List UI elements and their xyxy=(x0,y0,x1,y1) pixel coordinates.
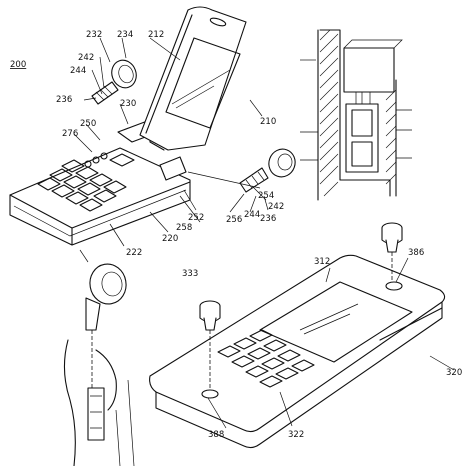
bar-phone-display xyxy=(259,281,413,363)
bar-phone-body xyxy=(149,254,446,433)
plug-333 xyxy=(199,300,221,390)
lid-display xyxy=(165,37,241,129)
ref-label-320: 320 xyxy=(446,368,462,378)
ref-label-242b: 242 xyxy=(268,202,284,212)
nav-pad xyxy=(109,153,135,167)
ref-label-200: 200 xyxy=(10,60,26,70)
leader-lines xyxy=(73,37,269,247)
ref-label-244b: 244 xyxy=(244,210,260,220)
ref-label-386: 386 xyxy=(408,248,424,258)
ref-label-242: 242 xyxy=(78,53,94,63)
ref-label-236: 236 xyxy=(56,95,72,105)
ref-label-212: 212 xyxy=(148,30,164,40)
keypad xyxy=(37,159,127,212)
ref-label-333: 333 xyxy=(182,269,198,279)
ref-label-256: 256 xyxy=(226,215,242,225)
ref-label-252: 252 xyxy=(188,213,204,223)
ear-detail xyxy=(63,249,135,466)
earphone-top xyxy=(91,59,137,105)
ref-label-210: 210 xyxy=(260,117,276,127)
plug-386 xyxy=(381,222,403,282)
phone-body-outline xyxy=(9,147,191,246)
earphone-right xyxy=(239,148,296,193)
phone-lid xyxy=(139,6,247,151)
ref-label-250: 250 xyxy=(80,119,96,129)
ref-label-236b: 236 xyxy=(260,214,276,224)
bar-keypad xyxy=(217,329,315,388)
bar-phone xyxy=(149,222,455,449)
ref-label-322: 322 xyxy=(288,430,304,440)
ref-label-258: 258 xyxy=(176,223,192,233)
ref-label-388: 388 xyxy=(208,430,224,440)
reference-labels: 200 232 234 212 242 244 236 230 250 276 … xyxy=(10,30,462,440)
ref-label-244: 244 xyxy=(70,66,86,76)
ref-label-234: 234 xyxy=(117,30,133,40)
ref-label-222: 222 xyxy=(126,248,142,258)
ref-label-254: 254 xyxy=(258,191,274,201)
ref-label-232: 232 xyxy=(86,30,102,40)
ref-label-220: 220 xyxy=(162,234,178,244)
ref-label-312: 312 xyxy=(314,257,330,267)
ref-label-230: 230 xyxy=(120,99,136,109)
ref-label-276: 276 xyxy=(62,129,78,139)
detail-section xyxy=(300,29,412,201)
flip-phone xyxy=(9,6,296,247)
